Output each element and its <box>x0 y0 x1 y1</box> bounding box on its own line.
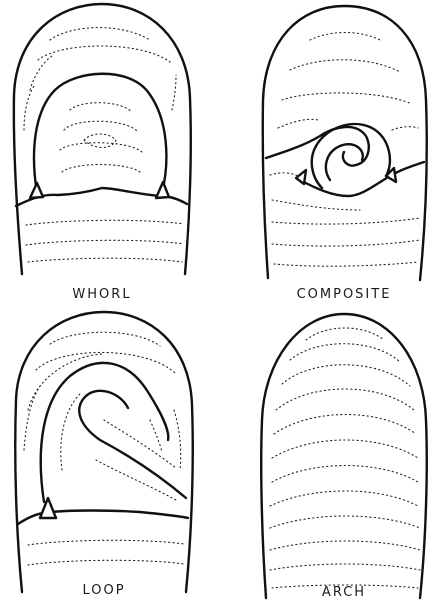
caption-arch: ARCH <box>264 585 424 600</box>
caption-loop: LOOP <box>24 583 184 598</box>
panel-composite <box>263 6 427 280</box>
composite-lower-ridge <box>300 162 424 196</box>
composite-upper-ridge <box>266 127 369 166</box>
whorl-left-delta <box>30 183 43 198</box>
panel-whorl <box>14 4 191 274</box>
panel-arch <box>261 314 427 598</box>
caption-whorl: WHORL <box>22 287 182 302</box>
arch-finger-outline <box>261 314 427 598</box>
composite-finger-outline <box>263 6 427 280</box>
loop-outer-ridge <box>41 363 169 502</box>
loop-ridges <box>24 332 184 565</box>
whorl-ridges <box>24 28 184 262</box>
whorl-core-boundary <box>34 74 166 193</box>
loop-core <box>79 391 186 498</box>
panel-loop <box>15 312 193 592</box>
loop-delta <box>40 498 56 518</box>
composite-left-delta <box>296 170 306 184</box>
caption-composite: COMPOSITE <box>264 287 424 302</box>
arch-ridges <box>270 328 420 588</box>
whorl-right-delta <box>156 182 169 198</box>
